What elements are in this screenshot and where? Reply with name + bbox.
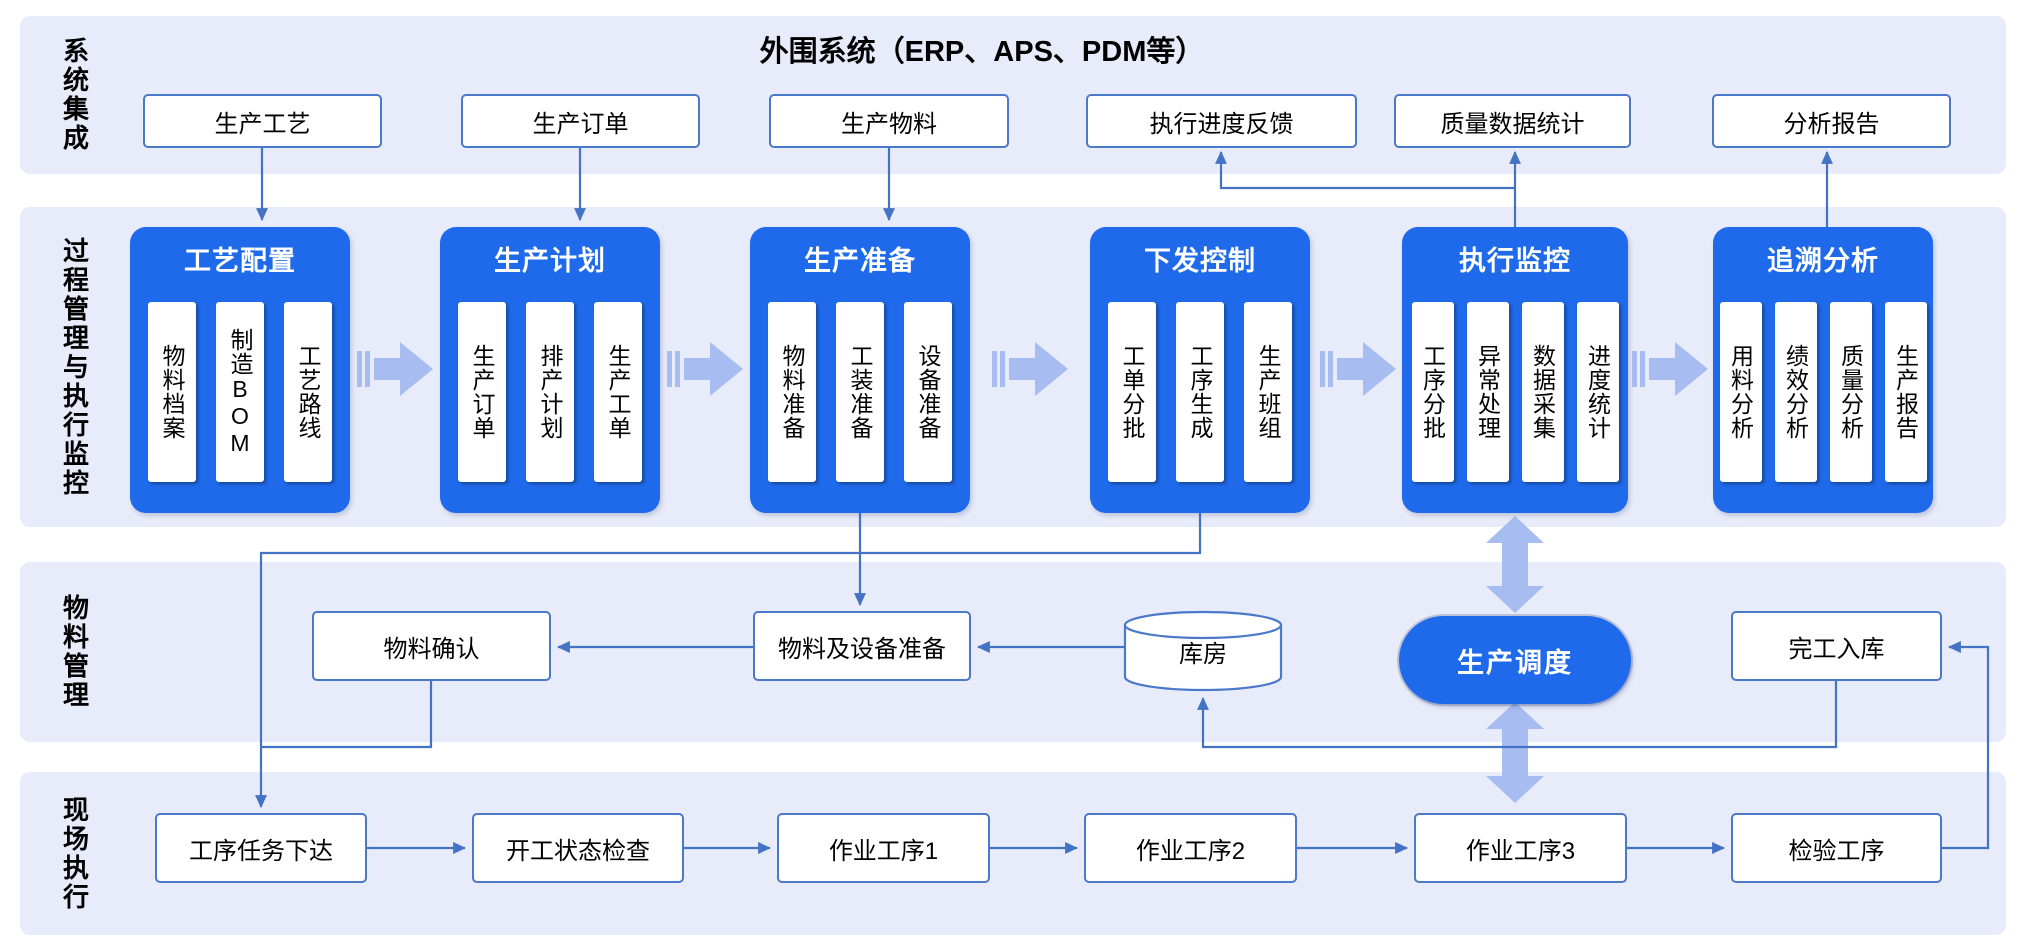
module-item: 生产订单 (458, 302, 506, 482)
module-item: 生产班组 (1244, 302, 1292, 482)
node-production-order: 生产订单 (461, 94, 700, 148)
node-material-equipment-prepare: 物料及设备准备 (753, 611, 971, 681)
module-dispatch-control: 下发控制 工单分批 工序生成 生产班组 (1090, 227, 1310, 513)
module-item: 进度统计 (1576, 302, 1619, 482)
module-item: 绩效分析 (1774, 302, 1817, 482)
node-operation-2: 作业工序2 (1084, 813, 1297, 883)
node-quality-statistics: 质量数据统计 (1394, 94, 1631, 148)
module-item: 排产计划 (526, 302, 574, 482)
module-title: 执行监控 (1459, 246, 1571, 276)
band-label-shop-floor: 现场执行 (59, 795, 90, 912)
band-label-material-management: 物料管理 (59, 594, 90, 710)
module-title: 工艺配置 (184, 246, 296, 276)
node-production-dispatch: 生产调度 (1399, 616, 1631, 704)
band-label-process-management: 过程管理与执行监控 (59, 236, 90, 498)
module-item: 工序生成 (1176, 302, 1224, 482)
node-production-material: 生产物料 (769, 94, 1009, 148)
node-progress-feedback: 执行进度反馈 (1086, 94, 1357, 148)
node-operation-1: 作业工序1 (777, 813, 990, 883)
module-production-plan: 生产计划 生产订单 排产计划 生产工单 (440, 227, 660, 513)
module-item: 异常处理 (1466, 302, 1509, 482)
module-item: 工单分批 (1108, 302, 1156, 482)
module-item: 工装准备 (836, 302, 884, 482)
node-inspection: 检验工序 (1731, 813, 1942, 883)
node-start-check: 开工状态检查 (472, 813, 684, 883)
module-title: 生产计划 (494, 246, 606, 276)
module-item: 工艺路线 (284, 302, 332, 482)
module-craft-config: 工艺配置 物料档案 制造BOM 工艺路线 (130, 227, 350, 513)
module-item: 生产报告 (1884, 302, 1927, 482)
node-material-confirm: 物料确认 (312, 611, 551, 681)
module-production-prep: 生产准备 物料准备 工装准备 设备准备 (750, 227, 970, 513)
module-item: 用料分析 (1719, 302, 1762, 482)
page-title: 外围系统（ERP、APS、PDM等） (759, 36, 1205, 68)
module-item: 数据采集 (1521, 302, 1564, 482)
node-operation-3: 作业工序3 (1414, 813, 1627, 883)
module-trace-analysis: 追溯分析 用料分析 绩效分析 质量分析 生产报告 (1713, 227, 1933, 513)
module-title: 追溯分析 (1767, 246, 1879, 276)
module-item: 设备准备 (904, 302, 952, 482)
node-production-craft: 生产工艺 (143, 94, 382, 148)
module-title: 生产准备 (804, 246, 916, 276)
module-title: 下发控制 (1144, 246, 1256, 276)
module-item: 质量分析 (1829, 302, 1872, 482)
band-label-system-integration: 系统集成 (59, 37, 90, 153)
module-item: 制造BOM (216, 302, 264, 482)
module-item: 工序分批 (1411, 302, 1454, 482)
node-analysis-report: 分析报告 (1712, 94, 1951, 148)
module-item: 物料准备 (768, 302, 816, 482)
node-task-release: 工序任务下达 (155, 813, 367, 883)
module-execution-monitor: 执行监控 工序分批 异常处理 数据采集 进度统计 (1402, 227, 1628, 513)
node-finish-warehouse-in: 完工入库 (1731, 611, 1942, 681)
node-warehouse-label: 库房 (1179, 640, 1227, 668)
module-item: 生产工单 (594, 302, 642, 482)
module-item: 物料档案 (148, 302, 196, 482)
